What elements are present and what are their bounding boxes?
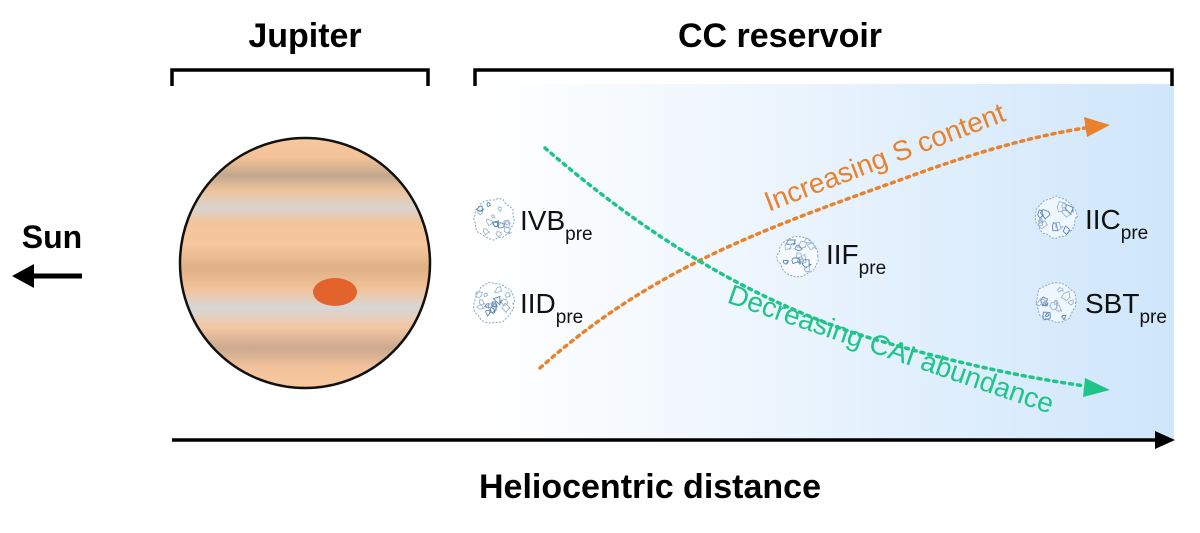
svg-text:IIDpre: IIDpre [520,288,583,328]
cc-reservoir-title: CC reservoir [678,17,882,55]
meteorite-iic-sub: pre [1121,223,1148,244]
meteorite-iid-name: IID [520,288,556,319]
sun-label: Sun [22,219,82,255]
increasing-s-curve [538,126,1087,370]
meteorite-iid-sub: pre [556,307,583,328]
meteorite-iic: IICpre [1034,195,1148,244]
meteorite-sbt-name: SBT [1085,288,1139,319]
meteorite-icon [473,197,515,241]
svg-text:SBTpre: SBTpre [1085,288,1167,328]
svg-text:IVBpre: IVBpre [520,205,593,245]
meteorite-iic-name: IIC [1085,204,1121,235]
cc-reservoir-background [474,84,1174,440]
meteorite-iif-sub: pre [859,258,886,279]
meteorite-ivb: IVBpre [473,197,593,245]
meteorite-iif-name: IIF [826,239,859,270]
meteorite-icon [776,235,819,278]
cc-reservoir-bracket [473,68,1174,86]
great-red-spot [313,278,357,306]
arrow-left-icon [12,264,82,288]
meteorite-ivb-sub: pre [565,224,592,245]
decreasing-cai-curve [543,146,1087,388]
meteorite-sbt-sub: pre [1139,307,1166,328]
svg-text:IICpre: IICpre [1085,204,1148,244]
meteorite-iif: IIFpre [776,235,886,279]
meteorite-sbt: SBTpre [1035,282,1167,328]
meteorite-icon [1034,195,1078,239]
orange-arrowhead-icon [1084,117,1110,137]
jupiter-bracket [170,68,430,86]
green-arrowhead-icon [1083,378,1110,397]
meteorite-icon [473,281,516,324]
jupiter-title: Jupiter [248,17,361,55]
axis-label: Heliocentric distance [479,468,821,506]
meteorite-icon [1035,282,1077,323]
meteorite-iid: IIDpre [473,281,583,328]
svg-text:IIFpre: IIFpre [826,239,886,279]
jupiter-planet [178,136,432,390]
meteorite-ivb-name: IVB [520,205,565,236]
axis-arrowhead-icon [1155,431,1175,449]
